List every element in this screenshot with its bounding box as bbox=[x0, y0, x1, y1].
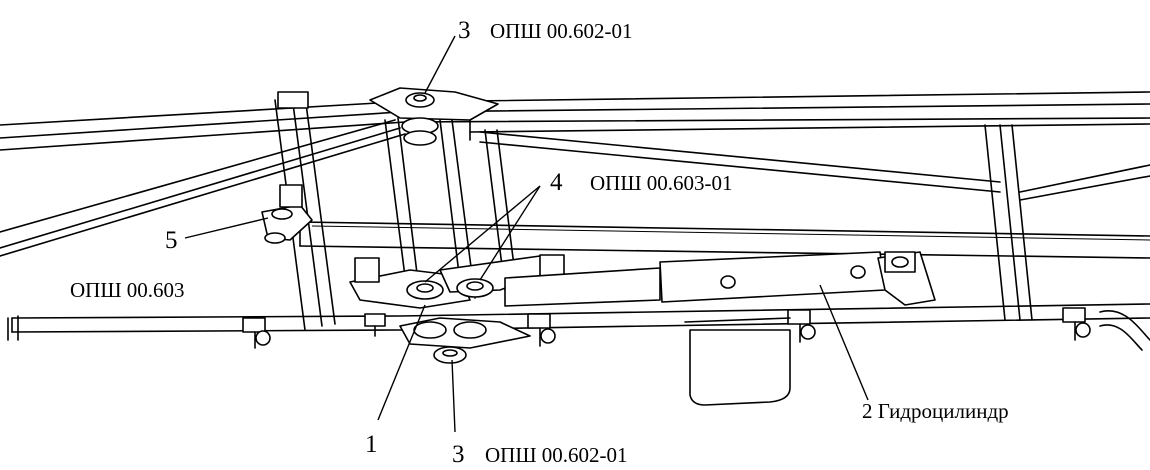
bracket-5 bbox=[261, 184, 313, 244]
label-code-4: ОПШ 00.603-01 bbox=[590, 171, 733, 195]
label-cylinder: 2 Гидроцилиндр bbox=[862, 399, 1009, 423]
label-1: 1 bbox=[365, 431, 378, 458]
label-3-bottom: 3 bbox=[452, 441, 465, 468]
middle-beam bbox=[299, 221, 1150, 259]
leader-lines bbox=[184, 35, 869, 433]
label-5: 5 bbox=[165, 227, 178, 254]
hydraulic-cylinder bbox=[504, 251, 936, 307]
diagonal-rods bbox=[0, 119, 406, 257]
label-code-bottom: ОПШ 00.602-01 bbox=[485, 443, 628, 467]
label-4: 4 bbox=[550, 169, 563, 196]
tank bbox=[684, 317, 791, 406]
hinge-mechanism bbox=[349, 254, 565, 364]
label-code-top: ОПШ 00.602-01 bbox=[490, 19, 633, 43]
label-3-top: 3 bbox=[458, 17, 471, 44]
labels: 3 ОПШ 00.602-01 4 ОПШ 00.603-01 5 ОПШ 00… bbox=[70, 17, 1009, 468]
nozzles bbox=[242, 307, 1150, 351]
lower-pipe bbox=[7, 303, 1150, 341]
label-code-left: ОПШ 00.603 bbox=[70, 278, 185, 302]
top-hinge bbox=[369, 87, 499, 146]
